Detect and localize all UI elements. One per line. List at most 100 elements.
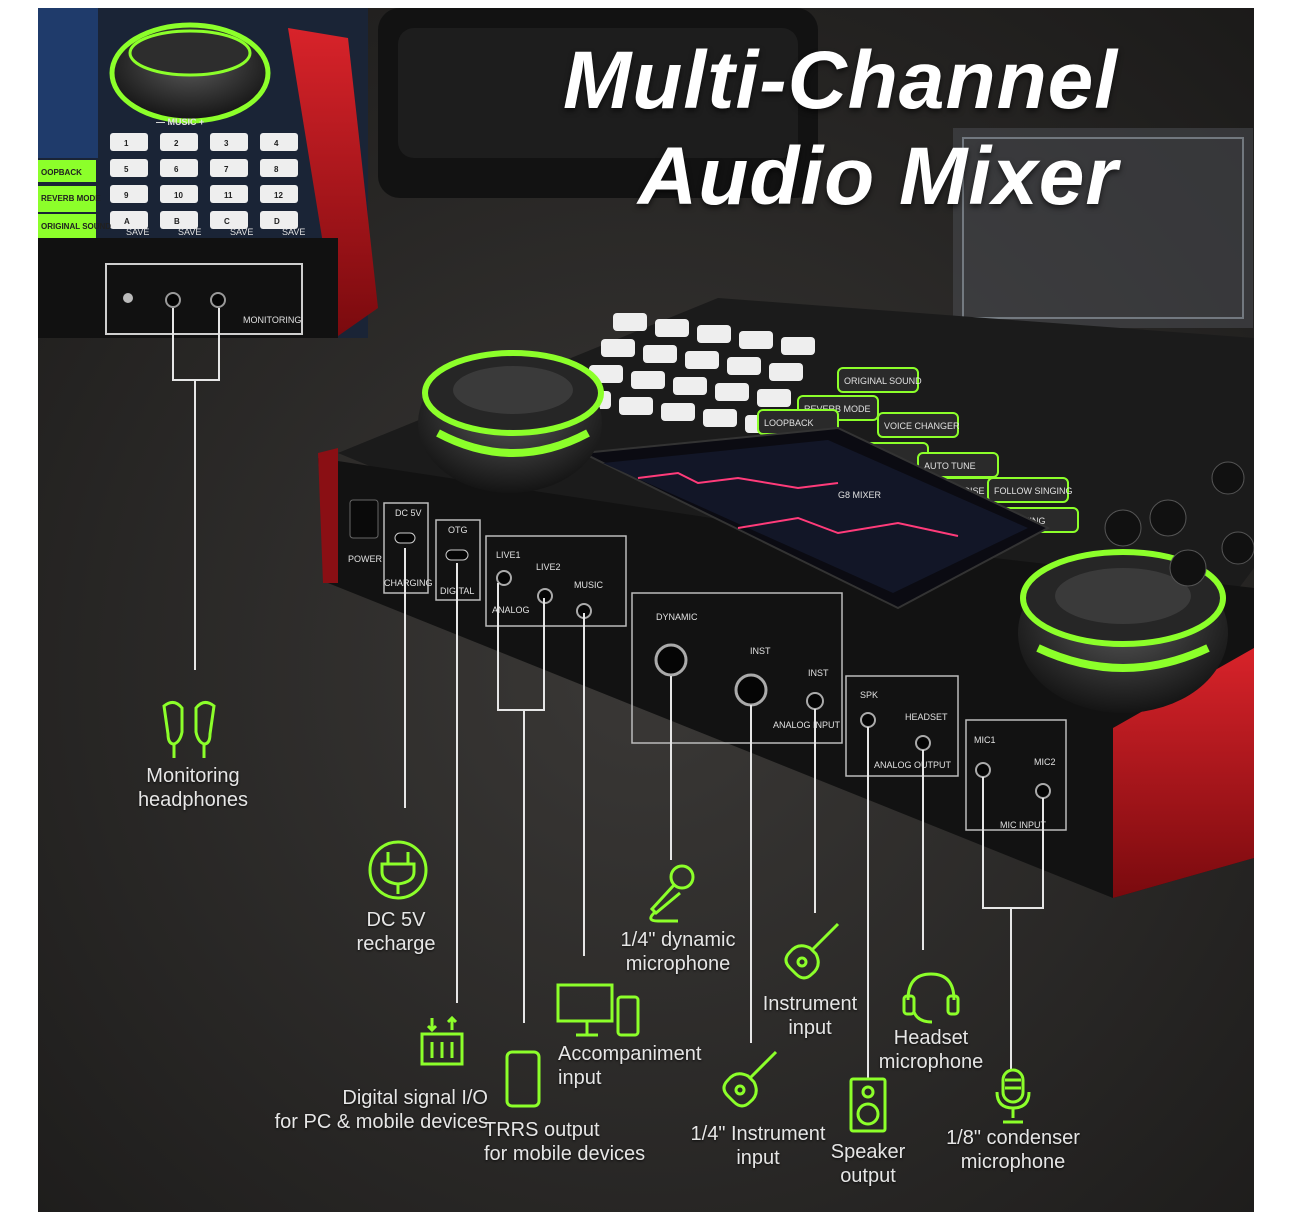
main-pad	[757, 389, 791, 407]
port-analog-input: ANALOG INPUT	[773, 720, 841, 730]
small-pad-number: 10	[174, 191, 183, 200]
callout-speaker: Speaker output	[818, 1140, 918, 1188]
main-pad	[685, 351, 719, 369]
small-monitoring-label: MONITORING	[243, 315, 301, 325]
small-save-label: SAVE	[126, 227, 149, 237]
port-headset: HEADSET	[905, 712, 948, 722]
callout-dynamic: 1/4" dynamic microphone	[603, 928, 753, 976]
small-pad-number: 11	[224, 191, 233, 200]
small-pad	[260, 159, 298, 177]
main-green-button-label: VOICE CHANGER	[884, 421, 960, 431]
callout-headset-line2: microphone	[878, 1051, 984, 1073]
small-pad-number: 7	[224, 165, 229, 174]
small-pad-number: 6	[174, 165, 179, 174]
small-pad	[210, 211, 248, 229]
headline-line-2: Audio Mixer	[638, 131, 1119, 222]
small-save-label: SAVE	[230, 227, 253, 237]
callout-lines	[172, 308, 1044, 1080]
main-green-button: ORIGINAL SOUND	[837, 367, 922, 393]
headset-icon	[902, 972, 960, 1024]
port-live2: LIVE2	[536, 562, 561, 572]
callout-instrument14-line2: input	[736, 1147, 780, 1169]
main-mixer-device: ORIGINAL SOUND REVERB MODE LOOPBACK VOICE C…	[318, 298, 1254, 898]
callout-digital-line1: Digital signal I/O	[342, 1087, 488, 1109]
small-save-label: SAVE	[282, 227, 305, 237]
callout-dynamic-line2: microphone	[625, 953, 731, 975]
power-label: POWER	[348, 554, 383, 564]
smartphone-icon	[505, 1050, 541, 1108]
small-pad	[260, 185, 298, 203]
callout-accompaniment: Accompaniment input	[558, 1042, 708, 1090]
small-pad-number: 2	[174, 139, 179, 148]
callout-instrument-line2: input	[788, 1017, 832, 1039]
small-pad	[160, 133, 198, 151]
port-spk: SPK	[860, 690, 878, 700]
main-pad	[727, 357, 761, 375]
earbuds-icon	[162, 701, 216, 758]
callout-monitoring: Monitoring headphones	[128, 764, 258, 812]
callout-monitoring-line2: headphones	[137, 789, 249, 811]
main-pad	[613, 313, 647, 331]
callout-condenser-line1: 1/8" condenser	[946, 1127, 1080, 1149]
headline-line-1: Multi-Channel	[563, 35, 1119, 126]
callout-speaker-line2: output	[840, 1165, 896, 1187]
small-pad-number: A	[124, 217, 130, 226]
main-green-button-label: LOOPBACK	[764, 418, 814, 428]
callout-dc5v-line1: DC 5V	[366, 909, 426, 931]
screen-brand: G8 MIXER	[838, 490, 882, 500]
callout-speaker-line1: Speaker	[830, 1141, 906, 1163]
main-green-button-label: AUTO TUNE	[924, 461, 976, 471]
main-pad	[715, 383, 749, 401]
port-live1: LIVE1	[496, 550, 521, 560]
small-pad	[110, 133, 148, 151]
callout-monitoring-line1: Monitoring	[146, 765, 240, 787]
port-inst1: INST	[750, 646, 771, 656]
digital-io-icon	[420, 1016, 464, 1066]
callout-dc5v-line2: recharge	[356, 933, 436, 955]
port-charging: CHARGING	[384, 578, 433, 588]
handheld-mic-icon	[649, 864, 695, 923]
callout-condenser-line2: microphone	[960, 1151, 1066, 1173]
small-pad-number: 4	[274, 139, 279, 148]
main-green-button-label: REVERB MODE	[804, 404, 871, 414]
port-dc5v: DC 5V	[395, 508, 422, 518]
port-dynamic: DYNAMIC	[656, 612, 698, 622]
main-pad	[781, 337, 815, 355]
main-green-button-label: FOLLOW SINGING	[994, 486, 1073, 496]
main-pad	[601, 339, 635, 357]
callout-trrs-line1: TRRS output	[484, 1119, 600, 1141]
monitor-phone-icon	[556, 983, 640, 1037]
small-pad	[210, 133, 248, 151]
small-pad-number: 3	[224, 139, 229, 148]
power-plug-icon	[368, 840, 428, 900]
small-music-label: — MUSIC +	[156, 117, 204, 127]
main-pad	[739, 331, 773, 349]
callout-digital-line2: for PC & mobile devices	[274, 1111, 488, 1133]
small-pad	[110, 185, 148, 203]
main-pad	[631, 371, 665, 389]
small-pad-number: 9	[124, 191, 129, 200]
main-pad	[703, 409, 737, 427]
callout-accompaniment-line1: Accompaniment	[558, 1043, 702, 1065]
callout-instrument: Instrument input	[750, 992, 870, 1040]
callout-trrs: TRRS output for mobile devices	[484, 1118, 664, 1166]
small-pad	[210, 159, 248, 177]
port-inst2: INST	[808, 668, 829, 678]
small-side-button-3: ORIGINAL SOUND	[41, 222, 111, 231]
callout-instrument14-line1: 1/4" Instrument	[690, 1123, 826, 1145]
port-analog-output: ANALOG OUTPUT	[874, 760, 952, 770]
callout-dc5v: DC 5V recharge	[336, 908, 456, 956]
callout-trrs-line2: for mobile devices	[484, 1143, 646, 1165]
port-otg: OTG	[448, 525, 468, 535]
small-pad-number: 12	[274, 191, 283, 200]
callout-headset: Headset microphone	[866, 1026, 996, 1074]
callout-condenser: 1/8" condenser microphone	[938, 1126, 1088, 1174]
main-green-button: VOICE CHANGER	[877, 412, 960, 438]
callout-instrument14: 1/4" Instrument input	[678, 1122, 838, 1170]
small-side-button-2: REVERB MODE	[41, 194, 101, 203]
small-pad-number: D	[274, 217, 280, 226]
guitar-icon	[784, 922, 840, 980]
main-pad	[643, 345, 677, 363]
